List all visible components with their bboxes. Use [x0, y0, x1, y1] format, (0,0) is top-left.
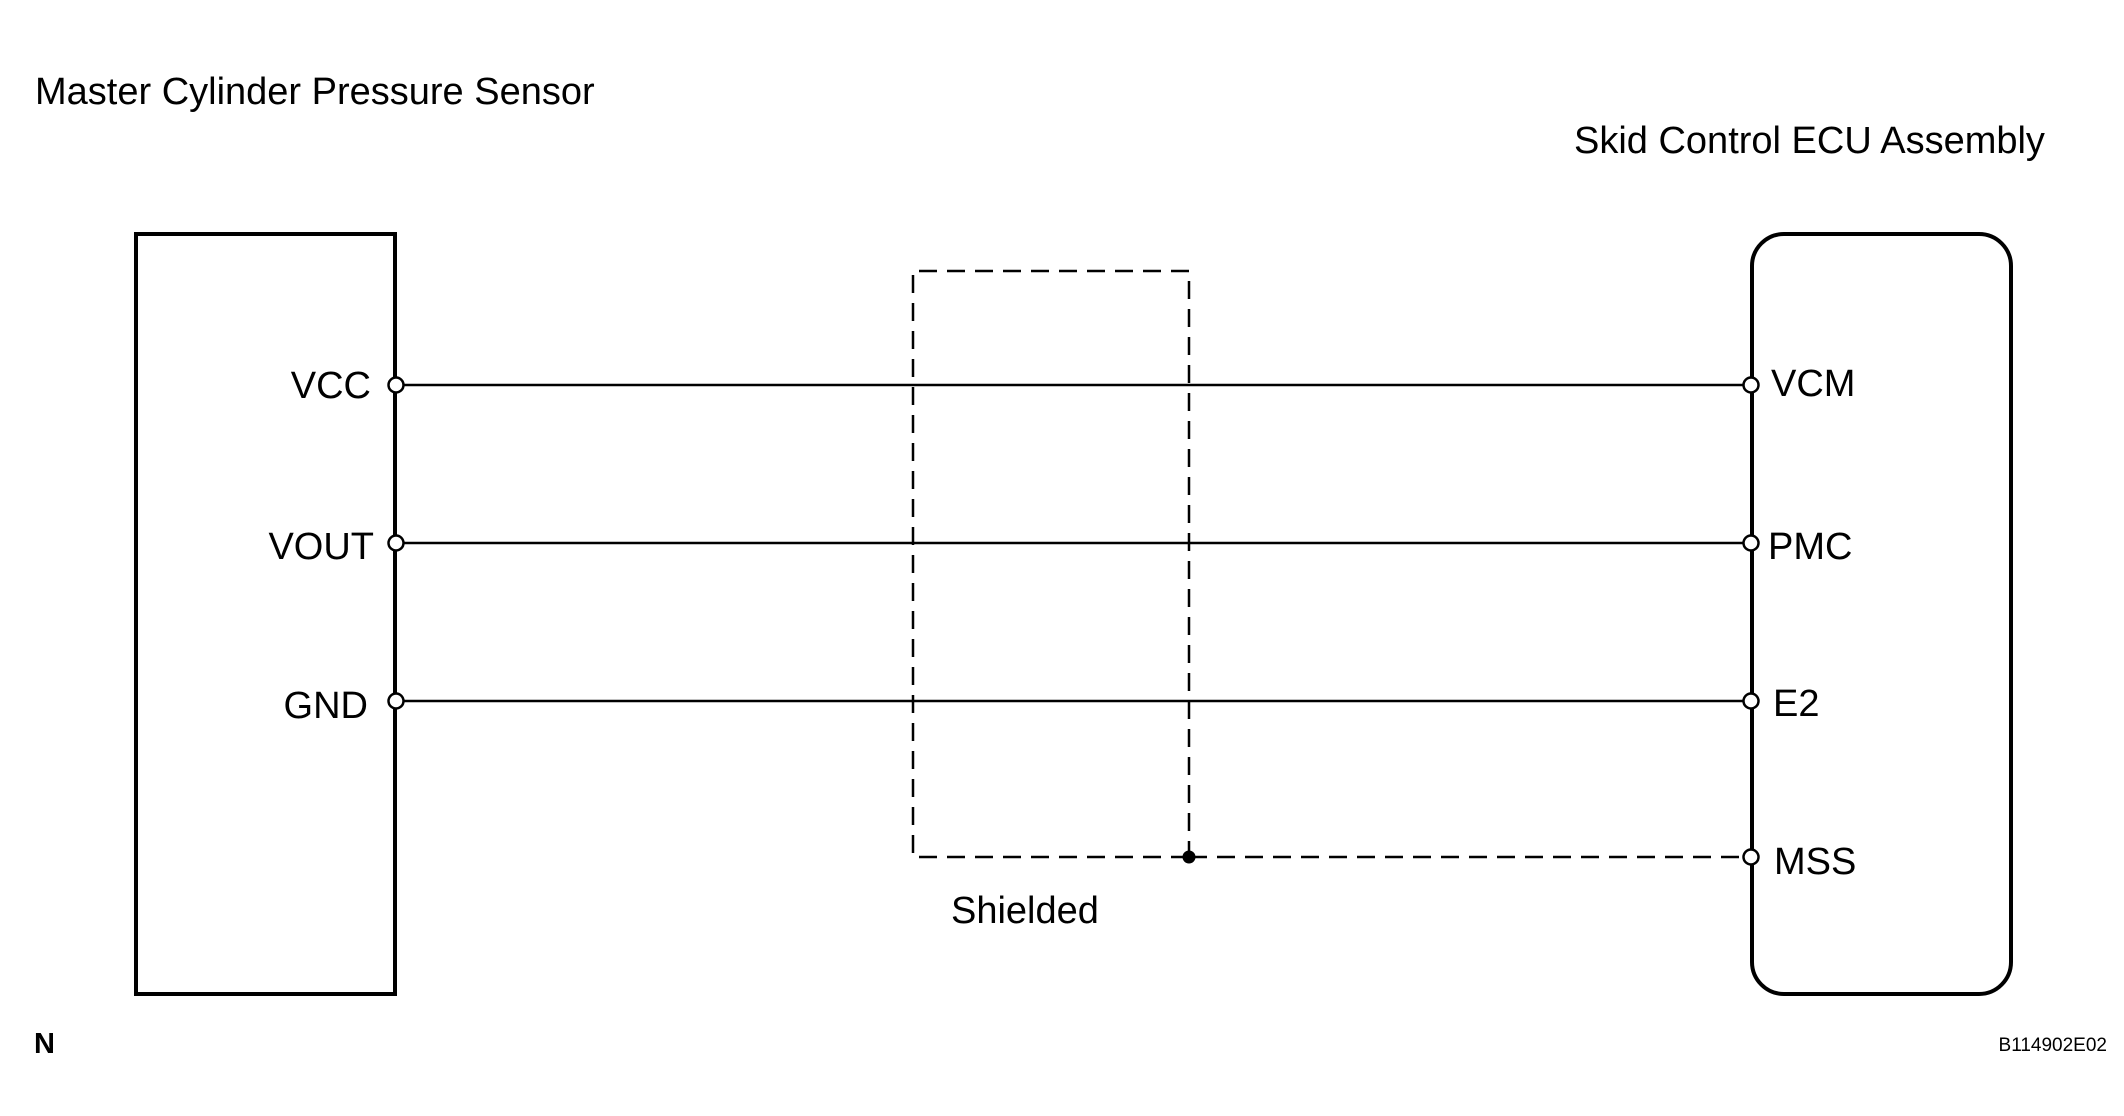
- terminal-gnd: [387, 692, 405, 710]
- ecu-box: [1750, 232, 2013, 996]
- sensor-pin-label-vout: VOUT: [268, 526, 374, 568]
- ecu-pin-label-e2: E2: [1773, 683, 1820, 725]
- terminal-vcm: [1742, 376, 1760, 394]
- ecu-pin-label-pmc: PMC: [1768, 526, 1853, 568]
- terminal-vcc: [387, 376, 405, 394]
- terminal-vout: [387, 534, 405, 552]
- sensor-box: [134, 232, 397, 996]
- ecu-title: Skid Control ECU Assembly: [1574, 120, 2045, 162]
- sensor-pin-label-gnd: GND: [283, 685, 368, 727]
- ecu-pin-label-mss: MSS: [1774, 841, 1857, 883]
- terminal-e2: [1742, 692, 1760, 710]
- sensor-pin-label-vcc: VCC: [290, 365, 371, 407]
- sensor-title: Master Cylinder Pressure Sensor: [35, 71, 595, 113]
- figure-code: B114902E02: [1998, 1035, 2107, 1056]
- shield-label: Shielded: [951, 890, 1099, 932]
- corner-mark: N: [34, 1028, 55, 1060]
- terminal-mss: [1742, 848, 1760, 866]
- ecu-pin-label-vcm: VCM: [1771, 363, 1856, 405]
- shield-outline: [911, 269, 1191, 859]
- terminal-pmc: [1742, 534, 1760, 552]
- shield-junction-dot: [1182, 850, 1196, 864]
